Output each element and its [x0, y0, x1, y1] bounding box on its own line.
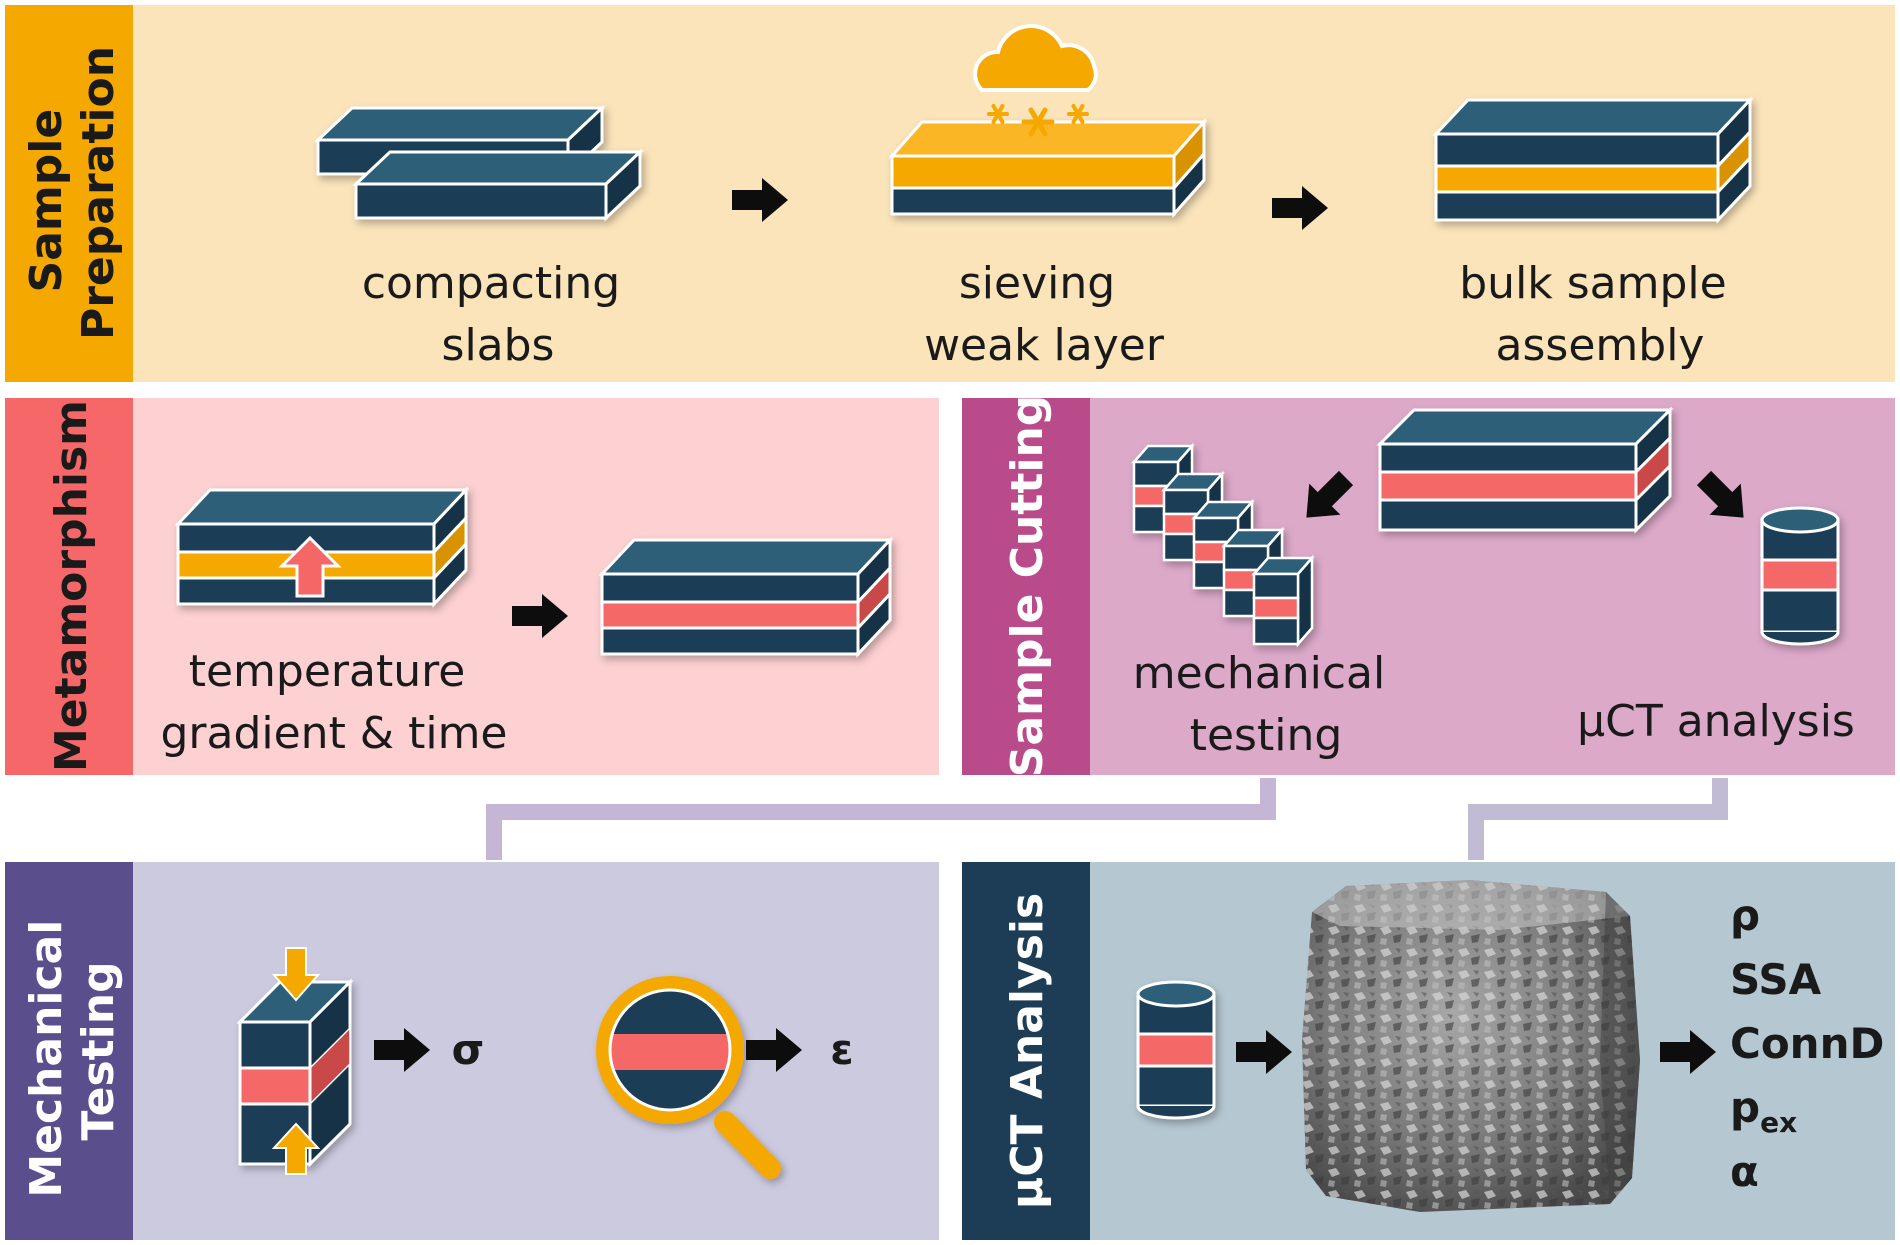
ct-parameter-list: ρ SSA ConnD pex α: [1730, 891, 1884, 1196]
connector-mech: [486, 778, 1276, 860]
section-mechanical-testing: Mechanical Testing σ: [5, 862, 939, 1240]
right-arrow-icon: [1272, 186, 1328, 230]
down-left-arrow-icon: [1306, 470, 1354, 518]
metamorphism-tab-label: Metamorphism: [46, 400, 97, 772]
magnifying-glass-icon: [596, 976, 781, 1179]
sieving-layer-icon: [888, 118, 1208, 218]
compacting-slabs-icon: [314, 104, 644, 222]
mechanical-tab: [5, 862, 133, 1240]
right-arrow-icon: [374, 1028, 430, 1072]
ct-microstructure-icon: [1302, 880, 1640, 1212]
cutting-tab-label: Sample Cutting: [1002, 395, 1053, 778]
preparation-tab: [5, 5, 133, 382]
section-ct-analysis: µCT Analysis ρ SSA ConnD pex α: [962, 862, 1895, 1240]
preparation-tab-label: Sample Preparation: [21, 46, 124, 340]
cutting-mech-caption: mechanical testing: [1133, 648, 1399, 761]
cutting-tab: [962, 398, 1090, 775]
connector-ct: [1468, 778, 1728, 860]
ct-tab-label: µCT Analysis: [1002, 893, 1053, 1209]
param-alpha: α: [1730, 1147, 1759, 1196]
param-connd: ConnD: [1730, 1019, 1884, 1068]
snow-cloud-icon: [973, 24, 1098, 137]
step-caption-assembly: bulk sample assembly: [1459, 258, 1740, 371]
step-caption-compacting: compacting slabs: [362, 258, 634, 371]
strain-label: ε: [830, 1025, 853, 1074]
param-ssa: SSA: [1730, 955, 1822, 1004]
section-sample-preparation: Sample Preparation compacting slabs: [5, 5, 1895, 382]
right-arrow-icon: [732, 178, 788, 222]
compression-arrows-icon: [271, 947, 321, 1175]
metamorphosed-sample-icon: [598, 536, 894, 658]
cylinder-sample-icon: [1760, 506, 1840, 646]
metamorphism-tab: [5, 398, 133, 775]
cut-source-sample-icon: [1376, 406, 1674, 534]
section-metamorphism: Metamorphism temperature gradient & time: [5, 398, 939, 775]
up-arrow-icon: [278, 535, 342, 598]
down-right-arrow-icon: [1696, 470, 1744, 518]
bulk-sample-icon: [1432, 96, 1754, 224]
ct-tab: [962, 862, 1090, 1240]
right-arrow-icon: [1660, 1030, 1716, 1074]
cylinder-sample-icon: [1136, 980, 1216, 1120]
connectors: [486, 778, 1728, 860]
param-density: ρ: [1730, 891, 1760, 940]
param-pex: pex: [1730, 1083, 1797, 1139]
cutting-ct-caption: µCT analysis: [1577, 696, 1855, 747]
step-caption-sieving: sieving weak layer: [924, 258, 1165, 371]
right-arrow-icon: [512, 594, 568, 638]
cut-cubes-icon: [1131, 442, 1315, 648]
mechanical-tab-label: Mechanical Testing: [21, 904, 124, 1197]
section-sample-cutting: Sample Cutting: [962, 395, 1895, 778]
right-arrow-icon: [1236, 1030, 1292, 1074]
metamorphism-caption: temperature gradient & time: [160, 646, 507, 759]
gradient-sample-icon: [174, 486, 470, 608]
right-arrow-icon: [746, 1028, 802, 1072]
cube: [1251, 554, 1315, 648]
stress-label: σ: [452, 1025, 485, 1074]
